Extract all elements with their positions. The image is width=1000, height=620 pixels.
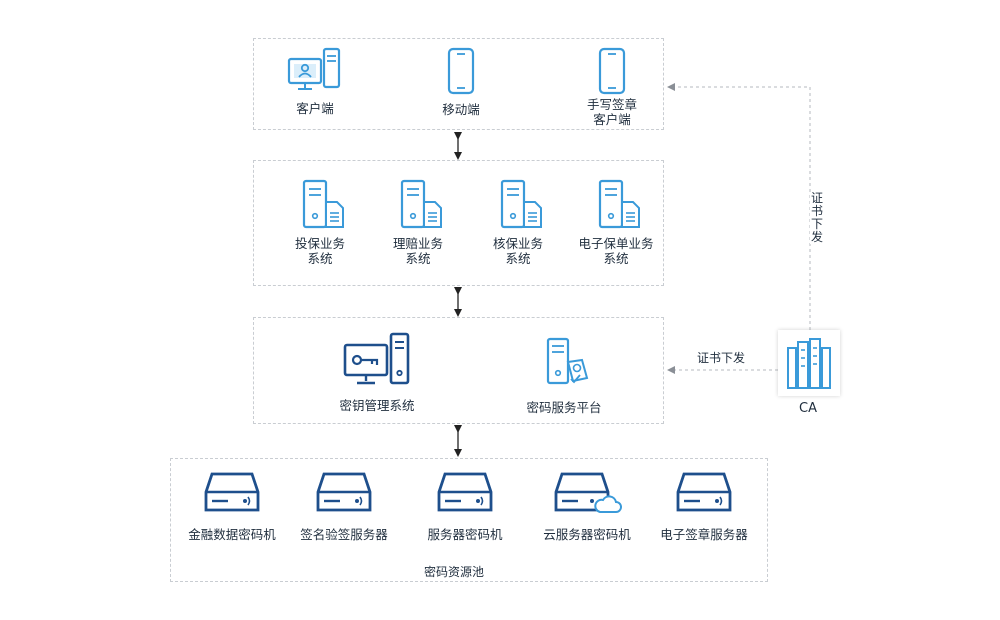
monitor-key-server-icon [343, 332, 410, 385]
server-device-icon [316, 472, 372, 512]
underwriting-review-system[interactable]: 核保业务 系统 [476, 176, 560, 266]
crypto-resource-pool-box [170, 458, 768, 582]
server-document-icon [598, 179, 640, 229]
ca-building-icon [787, 338, 831, 389]
underwriting-review-system-label-line1: 核保业务 [492, 236, 543, 251]
client-terminal-label: 客户端 [296, 101, 334, 116]
underwriting-application-system-label-line2: 系统 [307, 251, 333, 266]
electronic-signature-server-label: 电子签章服务器 [660, 527, 748, 542]
crypto-platform-layer-box [253, 317, 664, 424]
signature-verification-server-label: 签名验签服务器 [300, 527, 388, 542]
claims-system[interactable]: 理赔业务 系统 [376, 176, 460, 266]
cloud-server-crypto-machine[interactable]: 云服务器密码机 [530, 466, 644, 542]
handwriting-signature-client-label-line2: 客户端 [593, 112, 631, 127]
cloud-server-device-icon [554, 472, 622, 513]
underwriting-application-system-label-line1: 投保业务 [294, 236, 345, 251]
handwriting-signature-client[interactable]: 手写签章 客户端 [572, 46, 652, 127]
electronic-policy-system-label-line1: 电子保单业务 [578, 236, 654, 251]
client-terminal[interactable]: 客户端 [276, 46, 354, 116]
claims-system-label-line1: 理赔业务 [392, 236, 443, 251]
certificate-issue-arrow-top [667, 83, 811, 330]
desktop-user-icon [287, 47, 341, 90]
handwriting-signature-client-label-line1: 手写签章 [586, 97, 637, 112]
client-layer-box [253, 38, 664, 130]
server-document-icon [400, 179, 442, 229]
server-device-icon [437, 472, 493, 512]
underwriting-review-system-label-line2: 系统 [505, 251, 531, 266]
server-certificate-icon [546, 337, 589, 385]
financial-data-crypto-machine[interactable]: 金融数据密码机 [176, 466, 288, 542]
server-device-icon [676, 472, 732, 512]
claims-system-label-line2: 系统 [405, 251, 431, 266]
crypto-service-platform[interactable]: 密码服务平台 [514, 336, 614, 415]
cloud-server-crypto-machine-label: 云服务器密码机 [543, 527, 631, 542]
mobile-terminal[interactable]: 移动端 [426, 46, 496, 117]
ca-node[interactable] [778, 330, 840, 396]
server-device-icon [204, 472, 260, 512]
key-management-system[interactable]: 密钥管理系统 [322, 331, 432, 413]
crypto-service-platform-label: 密码服务平台 [526, 400, 602, 415]
key-management-system-label: 密钥管理系统 [339, 398, 415, 413]
server-document-icon [500, 179, 542, 229]
electronic-signature-server[interactable]: 电子签章服务器 [648, 466, 760, 542]
signature-verification-server[interactable]: 签名验签服务器 [288, 466, 400, 542]
server-document-icon [302, 179, 344, 229]
mobile-phone-icon [447, 47, 475, 95]
electronic-policy-system[interactable]: 电子保单业务 系统 [566, 176, 666, 266]
certificate-issue-label-vertical: 证 书 下 发 [810, 191, 824, 244]
underwriting-application-system[interactable]: 投保业务 系统 [278, 176, 362, 266]
mobile-phone-icon [598, 47, 626, 95]
server-crypto-machine-label: 服务器密码机 [427, 527, 503, 542]
mobile-terminal-label: 移动端 [442, 102, 480, 117]
electronic-policy-system-label-line2: 系统 [603, 251, 629, 266]
ca-label: CA [799, 401, 817, 416]
crypto-resource-pool-label: 密码资源池 [424, 565, 485, 579]
certificate-issue-label-horizontal: 证书下发 [697, 351, 746, 365]
financial-data-crypto-machine-label: 金融数据密码机 [188, 527, 276, 542]
business-system-layer-box [253, 160, 664, 286]
server-crypto-machine[interactable]: 服务器密码机 [412, 466, 518, 542]
